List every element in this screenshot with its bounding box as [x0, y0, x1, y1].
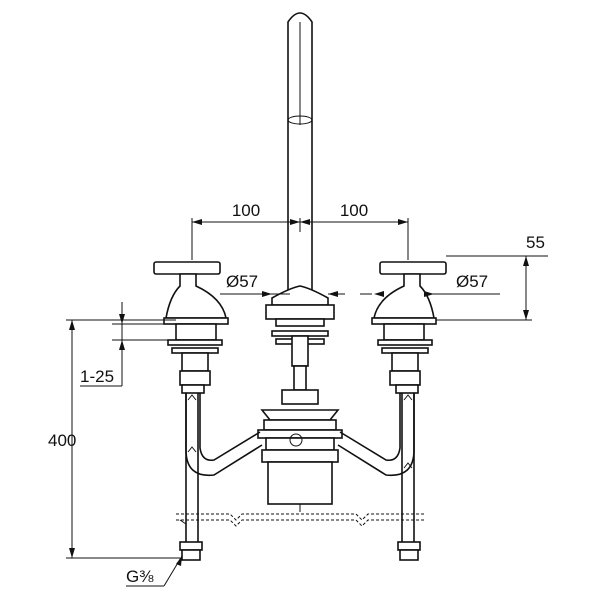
arrow-handle-bottom [523, 310, 529, 320]
center-collar [271, 285, 329, 306]
dimension-total-height: 400 [48, 319, 180, 559]
arrow-thread [176, 556, 182, 566]
label-width-left: 100 [232, 201, 260, 220]
left-supply-nut [179, 541, 203, 551]
dimension-diameter-right: Ø57 [360, 272, 500, 297]
arrow-right-b [398, 219, 408, 225]
right-shank [391, 352, 419, 372]
center-body [257, 285, 343, 512]
countertop-break [176, 513, 424, 527]
left-hose-fitting [181, 384, 205, 394]
arrow-left-b [290, 219, 300, 225]
arrow-total-bottom [69, 548, 75, 558]
arrow-handle-top [523, 256, 529, 266]
center-flange [265, 304, 335, 320]
right-washer-1 [377, 339, 433, 346]
hose-left-inner [199, 385, 261, 462]
right-flow-arrow-2 [403, 462, 413, 469]
dimension-diameter-left: Ø57 [220, 272, 345, 297]
hose-right-inner [339, 385, 401, 462]
arrow-right-a [300, 219, 310, 225]
left-handle-bar [153, 261, 221, 275]
thread-callout: G⅜ [126, 555, 183, 587]
right-supply-end [399, 549, 419, 561]
center-thread [293, 365, 307, 391]
arrow-left-a [192, 219, 202, 225]
left-hose-marker [179, 519, 187, 525]
left-valve [153, 261, 229, 561]
right-nut [389, 370, 421, 386]
right-shank-top [383, 323, 425, 341]
label-thread: G⅜ [126, 567, 154, 586]
spout [287, 12, 313, 291]
arrow-diameter-right-a [374, 291, 384, 297]
right-flow-arrow-1 [403, 394, 413, 401]
label-total-height: 400 [48, 431, 76, 450]
right-valve [371, 261, 447, 561]
left-flow-arrow-2 [187, 446, 197, 453]
center-shank [291, 335, 309, 367]
left-rosette [163, 317, 229, 325]
arrow-clamp-top [119, 314, 125, 324]
center-manifold-top [260, 409, 340, 421]
label-width-right: 100 [340, 201, 368, 220]
right-rosette [371, 317, 437, 325]
arrow-diameter-left-a [262, 291, 272, 297]
right-handle-bar [379, 261, 447, 275]
label-diameter-left: Ø57 [226, 272, 258, 291]
center-cartridge [267, 461, 333, 505]
label-handle-height: 55 [526, 233, 545, 252]
left-flow-arrow-1 [187, 394, 197, 401]
left-washer-1 [167, 339, 223, 346]
countertop-line-top [176, 513, 424, 521]
center-cartridge-cap [261, 449, 339, 463]
label-diameter-right: Ø57 [456, 272, 488, 291]
dimension-handle-height: 55 [436, 233, 548, 321]
left-supply-end [181, 549, 201, 561]
dimension-top-widths: 100 100 [191, 201, 409, 260]
arrow-clamp-bottom [119, 340, 125, 350]
center-washer [275, 318, 325, 327]
left-handle-body [165, 273, 227, 319]
left-shank-top [175, 323, 217, 341]
center-port [289, 433, 303, 447]
right-supply-nut [397, 541, 421, 551]
arrow-total-top [69, 320, 75, 330]
left-shank [181, 352, 209, 372]
center-manifold-mid [263, 419, 337, 431]
left-nut [179, 370, 211, 386]
right-hose-fitting [395, 384, 419, 394]
dimension-clamp-range: 1-25 [80, 302, 170, 387]
center-nut [281, 389, 319, 405]
countertop-line-bottom [176, 519, 424, 527]
label-clamp-range: 1-25 [80, 367, 114, 386]
center-manifold-plate [257, 429, 343, 439]
spout-tube [287, 12, 313, 291]
arrow-diameter-right-b [424, 291, 434, 297]
